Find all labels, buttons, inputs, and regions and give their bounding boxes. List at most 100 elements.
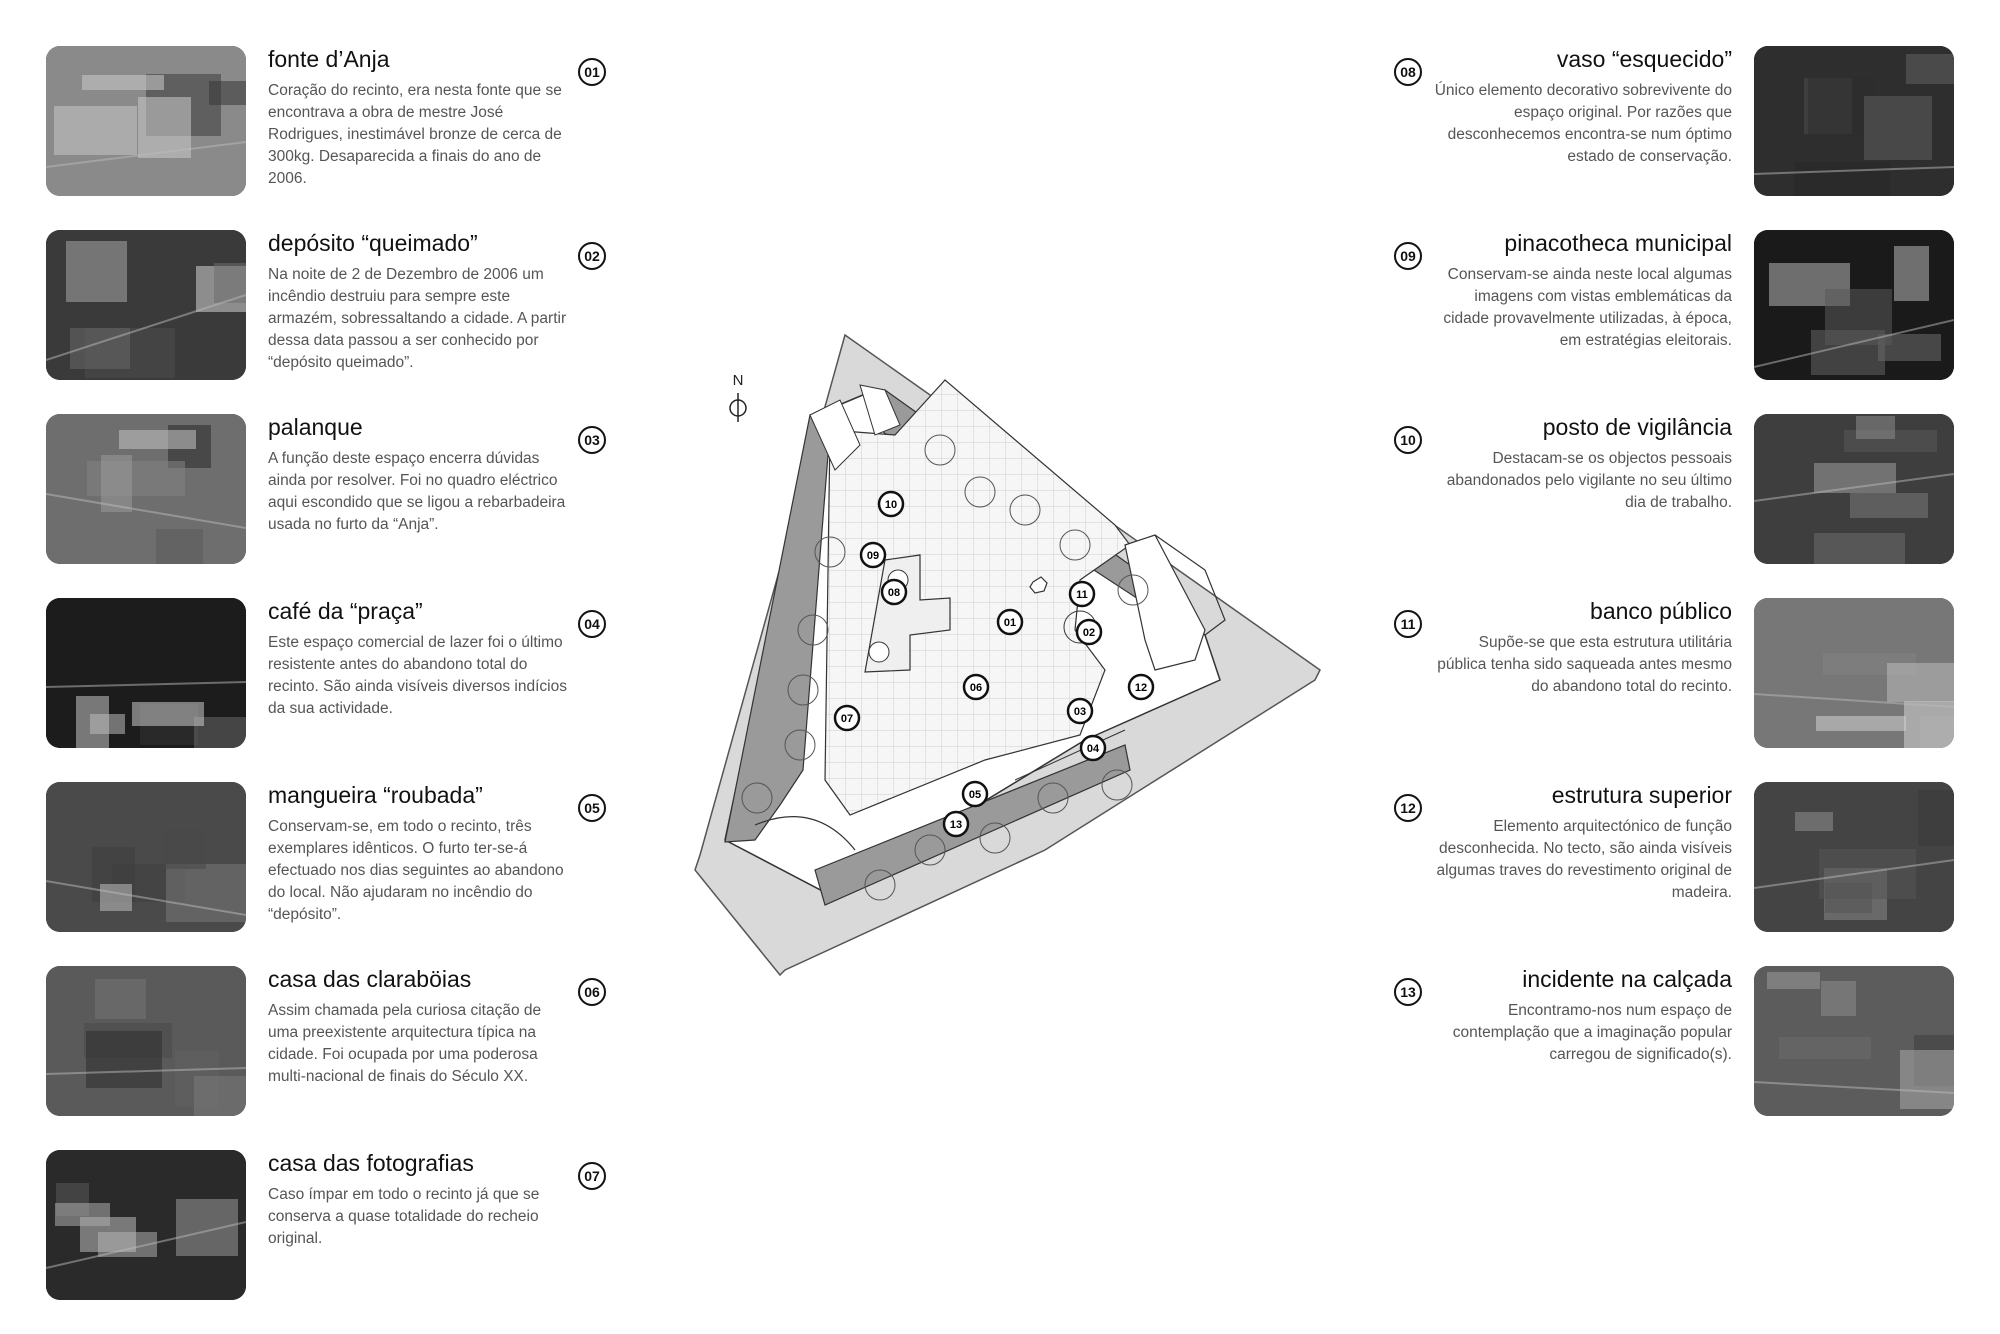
item-text: depósito “queimado” Na noite de 2 de Dez… (268, 230, 568, 374)
item-description: Este espaço comercial de lazer foi o últ… (268, 634, 567, 717)
item-number-badge: 04 (578, 610, 606, 638)
photo-image (1754, 782, 1954, 932)
plan-marker-label: 11 (1076, 589, 1088, 601)
east-stairs (1154, 534, 1226, 636)
tree (1009, 494, 1041, 526)
item-title: fonte d’Anja (268, 46, 390, 72)
item-title: pinacotheca municipal (1504, 230, 1732, 256)
plaza-grid (824, 379, 1131, 816)
list-item: 02 depósito “queimado” Na noite de 2 de … (46, 230, 616, 414)
plan-marker: 13 (942, 810, 970, 838)
photo-image (46, 230, 246, 380)
photo (46, 1150, 246, 1300)
photo-image (46, 1150, 246, 1300)
left-column: 01 fonte d’Anja Coração do recinto, era … (46, 46, 616, 1334)
list-item: 01 fonte d’Anja Coração do recinto, era … (46, 46, 616, 230)
item-text: café da “praça” Este espaço comercial de… (268, 598, 568, 720)
photo (46, 46, 246, 196)
tree (797, 614, 829, 646)
plan-marker-label: 08 (888, 587, 900, 599)
list-item: 07 casa das fotografias Caso ímpar em to… (46, 1150, 616, 1334)
item-text: estrutura superior Elemento arquitectóni… (1432, 782, 1732, 904)
item-number-badge: 12 (1394, 794, 1422, 822)
tree (964, 476, 996, 508)
item-title: casa das claraböias (268, 966, 472, 992)
item-number-badge: 08 (1394, 58, 1422, 86)
tree (741, 782, 773, 814)
tree (864, 869, 896, 901)
plan-marker-label: 09 (867, 550, 879, 562)
item-number-badge: 11 (1394, 610, 1422, 638)
item-title: incidente na calçada (1522, 966, 1732, 992)
list-item: 10 posto de vigilância Destacam-se os ob… (1384, 414, 1954, 598)
item-title: mangueira “roubada” (268, 782, 483, 808)
list-item: 05 mangueira “roubada” Conservam-se, em … (46, 782, 616, 966)
item-description: Supõe-se que esta estrutura utilitária p… (1437, 634, 1732, 695)
photo (46, 230, 246, 380)
item-title: posto de vigilância (1542, 414, 1732, 440)
lower-wall (814, 744, 1131, 906)
item-title: estrutura superior (1551, 782, 1732, 808)
item-description: Coração do recinto, era nesta fonte que … (268, 82, 562, 187)
tree (787, 674, 819, 706)
list-item: 04 café da “praça” Este espaço comercial… (46, 598, 616, 782)
plan-marker-label: 04 (1087, 743, 1100, 755)
tree (784, 729, 816, 761)
plan-marker: 09 (859, 541, 887, 569)
tree (924, 434, 956, 466)
item-number-badge: 09 (1394, 242, 1422, 270)
list-item: 11 banco público Supõe-se que esta estru… (1384, 598, 1954, 782)
item-title: café da “praça” (268, 598, 423, 624)
right-column: 08 vaso “esquecido” Único elemento decor… (1384, 46, 1954, 1150)
item-text: palanque A função deste espaço encerra d… (268, 414, 568, 536)
tree (1037, 782, 1069, 814)
tree (979, 822, 1011, 854)
item-number-badge: 02 (578, 242, 606, 270)
item-text: mangueira “roubada” Conservam-se, em tod… (268, 782, 568, 926)
item-title: palanque (268, 414, 363, 440)
north-arrow: N (729, 372, 747, 422)
plan-marker: 12 (1127, 673, 1155, 701)
list-item: 13 incidente na calçada Encontramo-nos n… (1384, 966, 1954, 1150)
lower-ramp (1014, 729, 1126, 781)
plan-marker-label: 01 (1004, 617, 1016, 629)
photo-image (46, 46, 246, 196)
item-number-badge: 10 (1394, 426, 1422, 454)
item-number-badge: 13 (1394, 978, 1422, 1006)
photo-image (46, 414, 246, 564)
tree (814, 536, 846, 568)
sw-arc (754, 816, 856, 851)
item-title: banco público (1590, 598, 1732, 624)
plan-marker: 05 (961, 780, 989, 808)
item-description: Único elemento decorativo sobrevivente d… (1434, 82, 1732, 165)
item-text: casa das claraböias Assim chamada pela c… (268, 966, 568, 1088)
plan-marker-label: 13 (950, 819, 962, 831)
trees (741, 434, 1149, 901)
plan-marker: 10 (877, 490, 905, 518)
item-description: Encontramo-nos num espaço de contemplaçã… (1452, 1002, 1732, 1063)
photo (1754, 46, 1954, 196)
item-description: Elemento arquitectónico de função descon… (1436, 818, 1732, 901)
photo-image (1754, 966, 1954, 1116)
plan-marker: 11 (1068, 580, 1096, 608)
item-text: vaso “esquecido” Único elemento decorati… (1432, 46, 1732, 168)
plan-marker-label: 05 (969, 789, 981, 801)
photo (1754, 414, 1954, 564)
item-number-badge: 03 (578, 426, 606, 454)
item-title: depósito “queimado” (268, 230, 478, 256)
plan-marker: 08 (880, 578, 908, 606)
item-description: Na noite de 2 de Dezembro de 2006 um inc… (268, 266, 567, 371)
north-building-2 (859, 384, 901, 436)
plan-marker: 06 (962, 673, 990, 701)
skylight (868, 641, 890, 663)
plan-marker-label: 10 (885, 499, 897, 511)
list-item: 08 vaso “esquecido” Único elemento decor… (1384, 46, 1954, 230)
item-title: vaso “esquecido” (1556, 46, 1732, 72)
photo (46, 414, 246, 564)
list-item: 03 palanque A função deste espaço encerr… (46, 414, 616, 598)
photo-image (46, 598, 246, 748)
photo-image (46, 782, 246, 932)
tree (1059, 529, 1091, 561)
item-text: fonte d’Anja Coração do recinto, era nes… (268, 46, 568, 190)
item-number-badge: 06 (578, 978, 606, 1006)
